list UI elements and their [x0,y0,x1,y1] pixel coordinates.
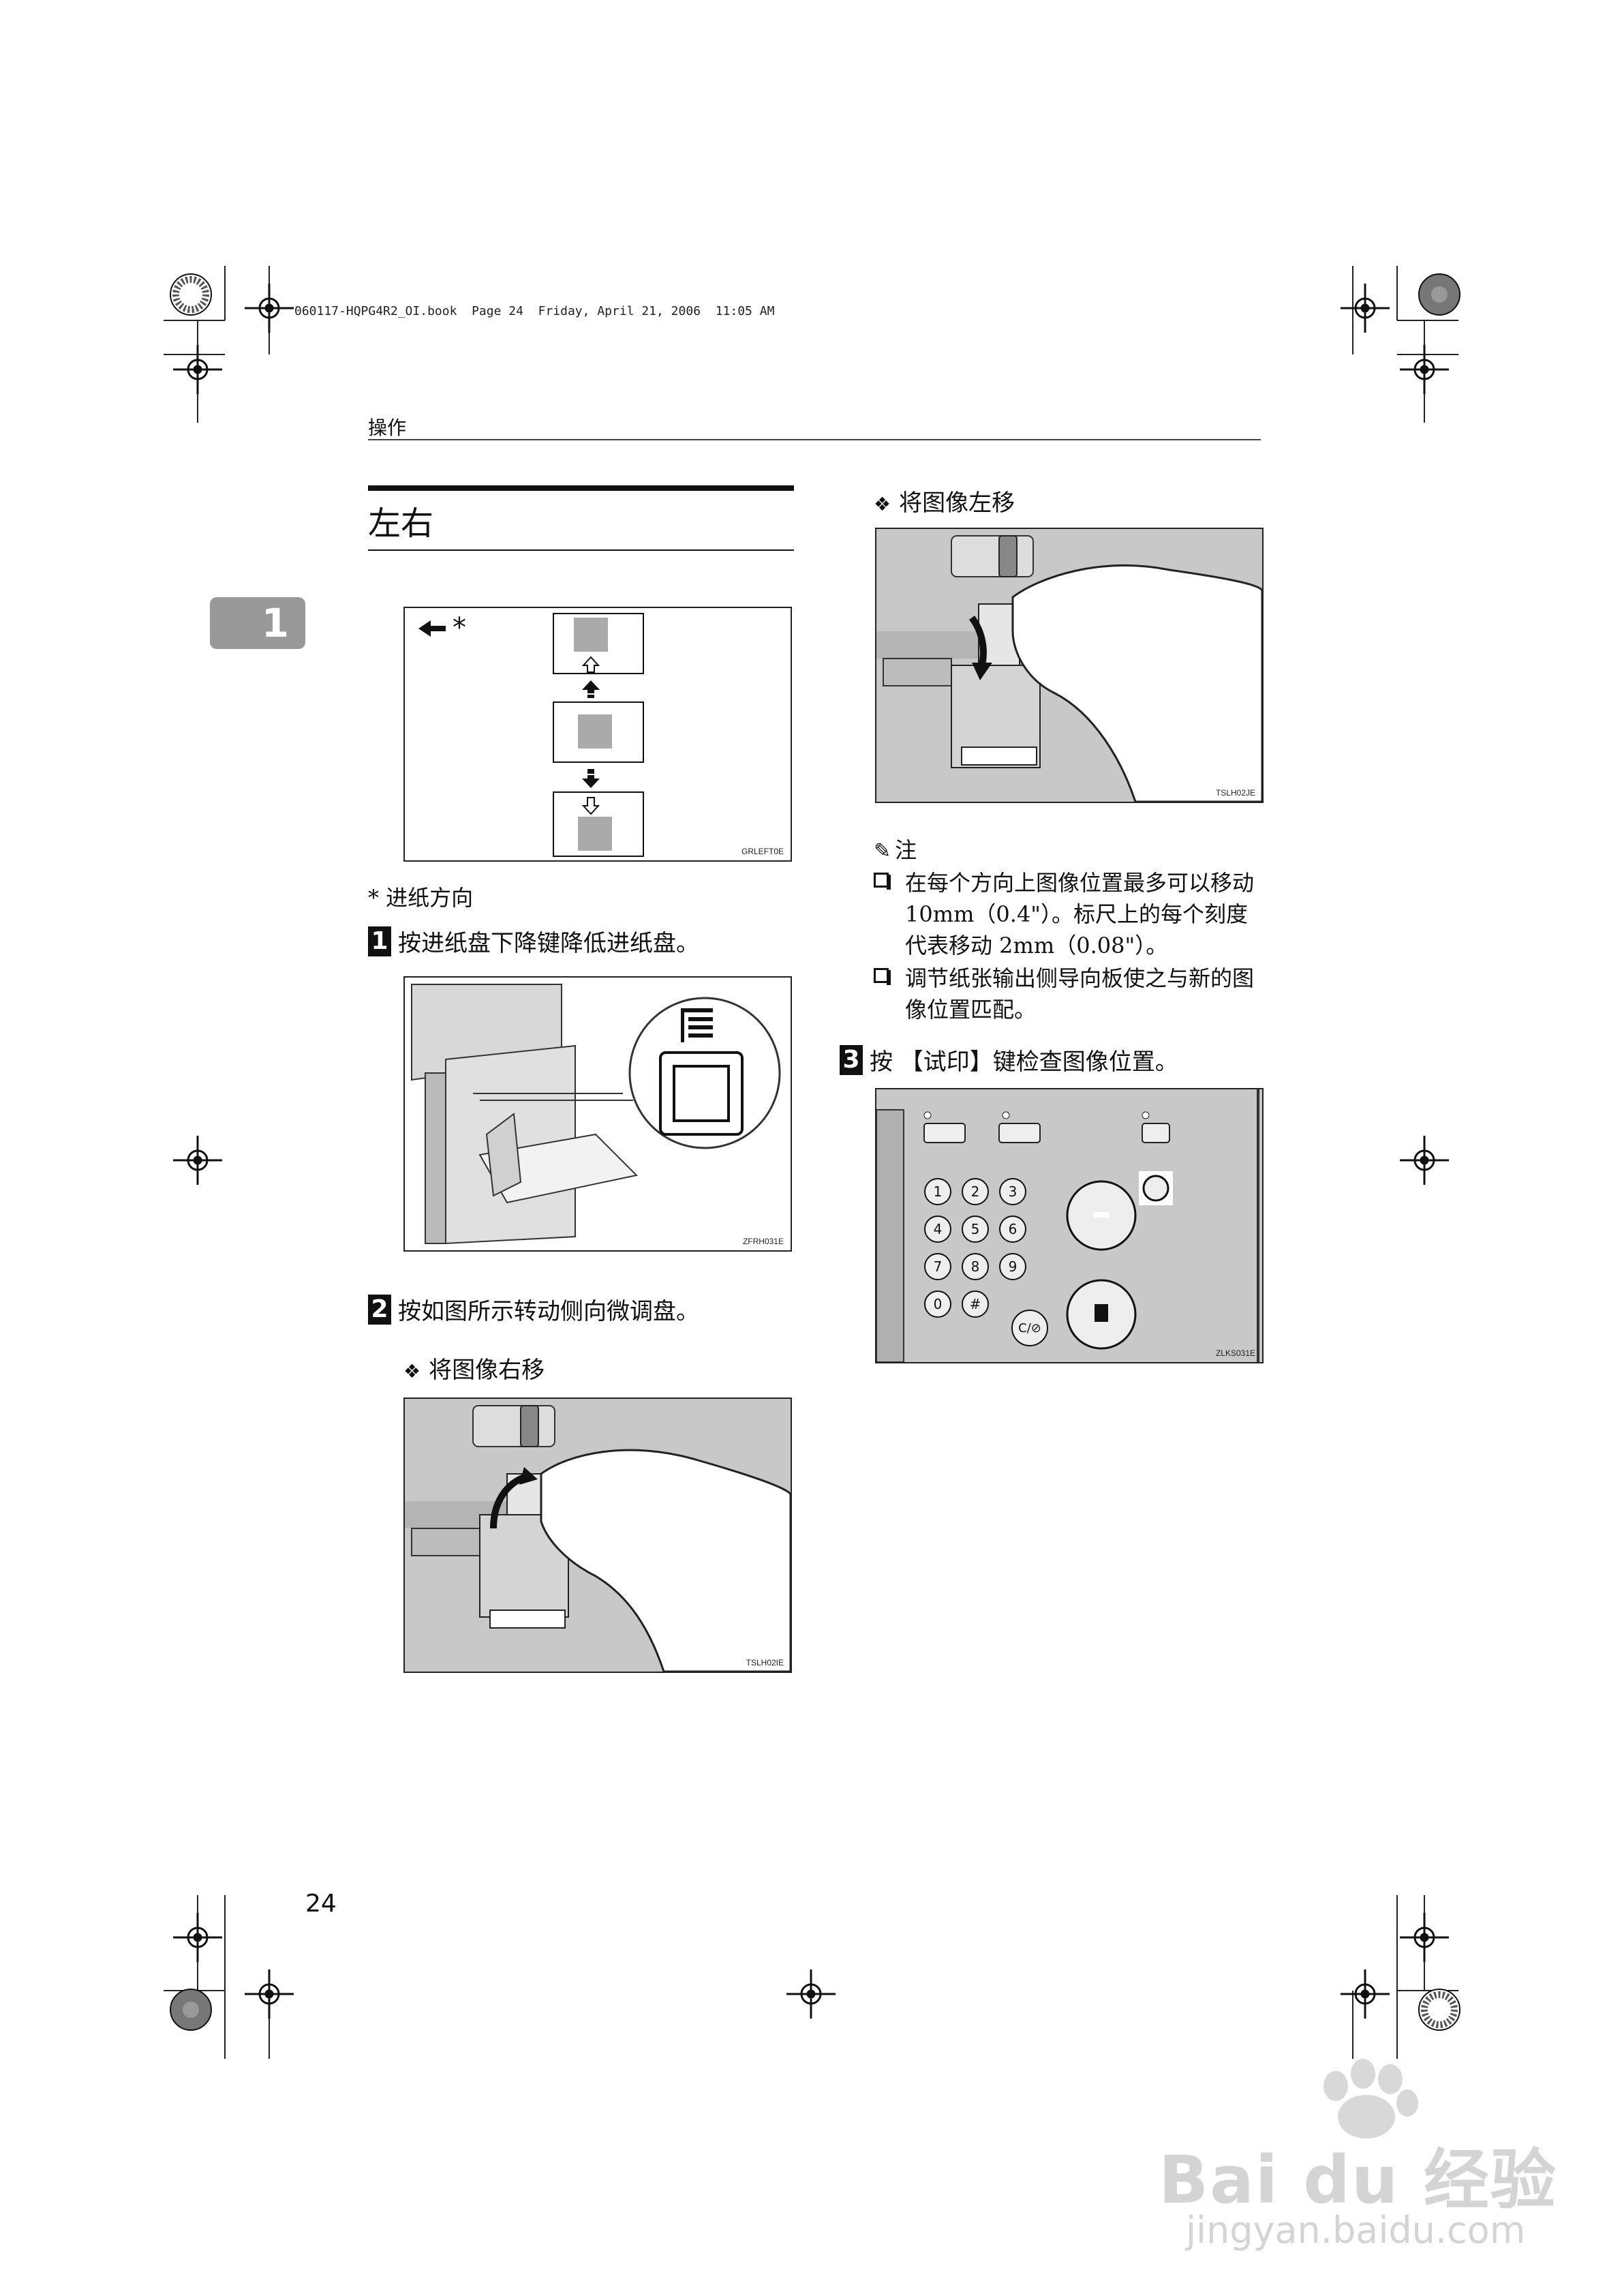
keypad: 1 2 3 4 5 6 7 8 9 0 # [924,1178,1047,1355]
step-text: 按进纸盘下降键降低进纸盘。 [398,930,699,957]
key-1[interactable]: 1 [924,1178,951,1205]
print-header: 060117-HQPG4R2_OI.book Page 24 Friday, A… [294,304,775,318]
watermark-brand: Bai du 经验 [1159,2142,1557,2218]
move-left-heading: ❖将图像左移 [874,489,1015,517]
key-6[interactable]: 6 [999,1215,1026,1243]
feed-direction-note: * 进纸方向 [368,885,474,911]
left-arrow-icon [418,620,446,637]
chapter-tab: 1 [210,597,305,649]
control-panel-figure: 1 2 3 4 5 6 7 8 9 0 # C/⊘ ZLKS031E [875,1088,1264,1363]
watermark-url: jingyan.baidu.com [1186,2209,1526,2252]
note-heading: ✎注 [874,837,917,863]
note-item: 调节纸张输出侧导向板使之与新的图像位置匹配。 [874,963,1269,1025]
control-panel-illustration [876,1089,1262,1362]
pencil-icon: ✎ [874,839,891,863]
dial-illustration-right [405,1399,791,1672]
dial-illustration-left [876,529,1262,802]
key-3[interactable]: 3 [999,1178,1026,1205]
move-left-figure: TSLH02JE [875,528,1264,803]
checkbox-bullet-icon [874,968,891,985]
step-number: 1 [368,926,391,956]
feed-direction-diagram: * GRLEFT0E [403,607,792,862]
running-head: 操作 [368,417,407,439]
key-2[interactable]: 2 [962,1178,989,1205]
tray-down-icon [681,1008,713,1042]
diamond-bullet-icon: ❖ [403,1360,421,1383]
checkbox-bullet-icon [874,873,891,890]
running-head-rule [368,439,1261,440]
baidu-paw-icon [1323,2059,1418,2139]
key-7[interactable]: 7 [924,1253,951,1280]
key-hash[interactable]: # [962,1290,989,1318]
clear-stop-key[interactable]: C/⊘ [1018,1321,1041,1335]
feed-diagram-asterisk: * [453,612,466,644]
watermark: Bai du 经验 jingyan.baidu.com [1159,2059,1567,2263]
section-title-bottom-rule [368,549,794,551]
step-text: 按如图所示转动侧向微调盘。 [398,1298,699,1325]
section-title: 左右 [368,504,434,543]
step-number: 2 [368,1294,391,1325]
section-title-top-rule [368,485,794,491]
figure-code: TSLH02IE [746,1658,784,1667]
figure-code: TSLH02JE [1215,788,1255,798]
diamond-bullet-icon: ❖ [874,493,891,515]
move-right-heading: ❖将图像右移 [403,1357,545,1384]
figure-code: ZFRH031E [742,1237,784,1246]
move-right-figure: TSLH02IE [403,1398,792,1673]
step-text: 按 【试印】键检查图像位置。 [870,1048,1178,1076]
tray-illustration [405,978,791,1250]
figure-code: ZLKS031E [1215,1348,1255,1358]
chapter-tab-number: 1 [261,600,289,646]
feed-diagram-graphic [418,613,644,857]
figure-code: GRLEFT0E [741,847,784,856]
page-number: 24 [305,1890,337,1918]
step-2: 2 按如图所示转动侧向微调盘。 [368,1293,699,1326]
step-1-figure: ZFRH031E [403,976,792,1252]
key-8[interactable]: 8 [962,1253,989,1280]
note-item: 在每个方向上图像位置最多可以移动 10mm（0.4"）。标尺上的每个刻度代表移动… [874,867,1269,961]
key-9[interactable]: 9 [999,1253,1026,1280]
key-0[interactable]: 0 [924,1290,951,1318]
key-4[interactable]: 4 [924,1215,951,1243]
step-1: 1 按进纸盘下降键降低进纸盘。 [368,924,699,958]
step-number: 3 [840,1044,863,1075]
key-5[interactable]: 5 [962,1215,989,1243]
